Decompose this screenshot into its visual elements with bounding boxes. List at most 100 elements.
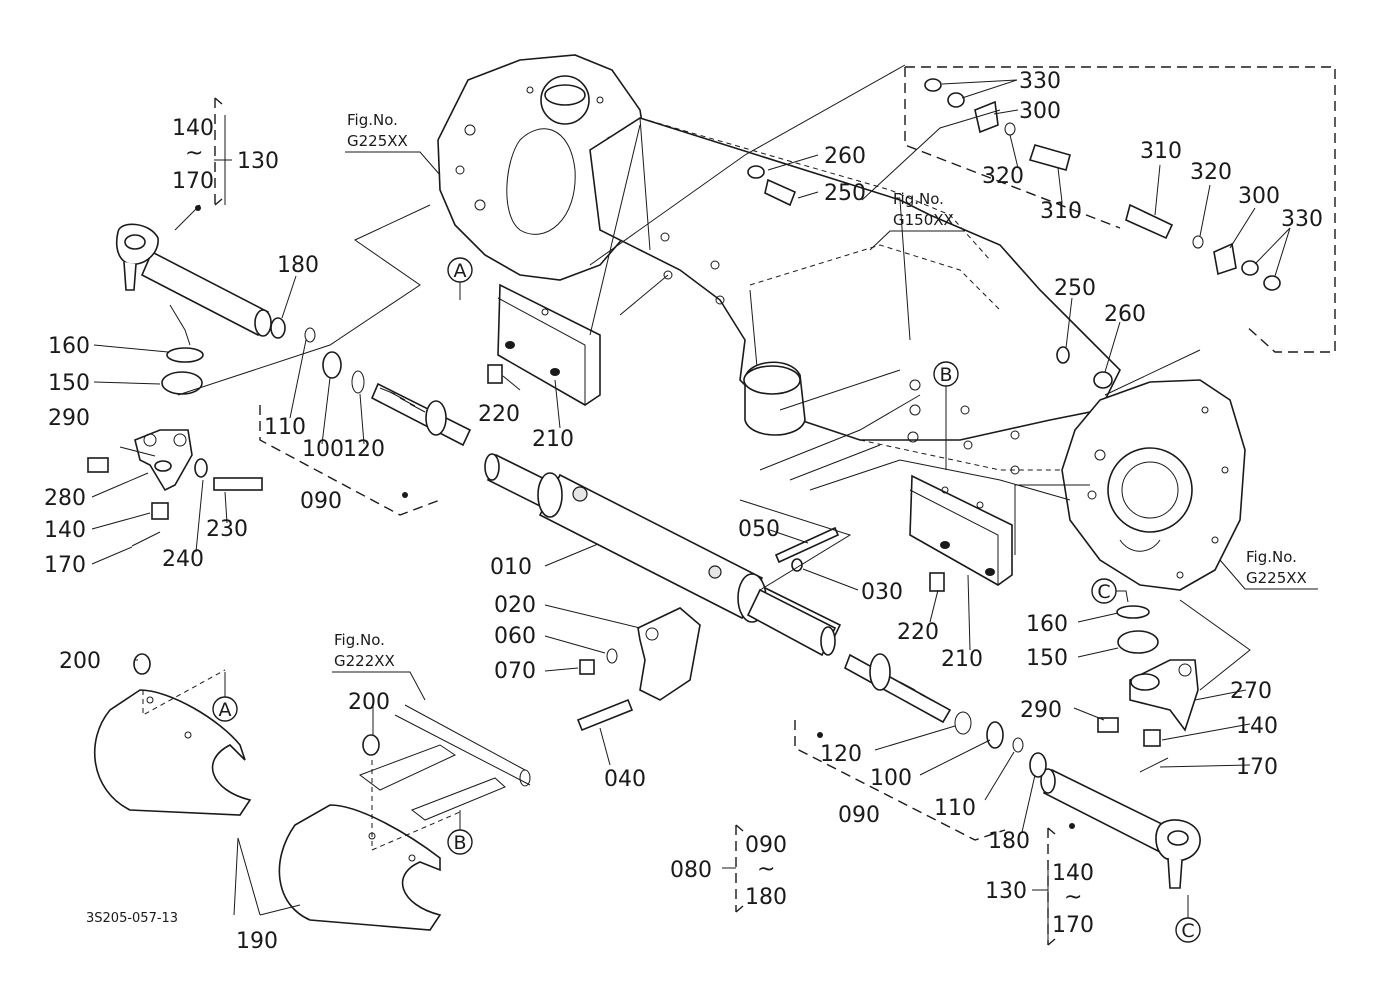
label-310-top: 310 — [1040, 199, 1082, 224]
tie-rod-left — [115, 223, 272, 337]
label-100-right: 100 — [870, 766, 912, 791]
cover-left — [93, 689, 252, 816]
label-220-right: 220 — [897, 620, 939, 645]
knuckle-arm-right — [1129, 659, 1199, 732]
knuckle-arm-left — [134, 429, 193, 492]
part-labels: 140 ~ 170 130 180 160 150 290 280 140 17… — [44, 69, 1323, 954]
label-210-left: 210 — [532, 427, 574, 452]
label-300-top: 300 — [1019, 99, 1061, 124]
label-210-right: 210 — [941, 647, 983, 672]
label-170-left: 170 — [44, 553, 86, 578]
label-240: 240 — [162, 547, 204, 572]
label-170-range-end-right: 170 — [1052, 913, 1094, 938]
label-150-right: 150 — [1026, 646, 1068, 671]
label-280: 280 — [44, 486, 86, 511]
leader-lines — [91, 64, 1291, 916]
label-170-range-end: 170 — [172, 169, 214, 194]
label-190: 190 — [236, 929, 278, 954]
label-200-right: 200 — [348, 690, 390, 715]
label-060: 060 — [494, 624, 536, 649]
grouping-frames — [142, 66, 1336, 946]
fig-ref-prefix-1: Fig.No. — [347, 111, 398, 129]
label-250-top: 250 — [824, 181, 866, 206]
callout-b-bottom: B — [453, 832, 466, 854]
label-320-right: 320 — [1190, 160, 1232, 185]
fig-ref-prefix-4: Fig.No. — [334, 631, 385, 649]
label-320-top: 320 — [982, 164, 1024, 189]
label-080: 080 — [670, 858, 712, 883]
label-010: 010 — [490, 555, 532, 580]
label-090-right: 090 — [838, 803, 880, 828]
label-290-right: 290 — [1020, 698, 1062, 723]
label-300-right: 300 — [1238, 184, 1280, 209]
axle-housing — [437, 54, 1246, 591]
label-150-left: 150 — [48, 371, 90, 396]
label-270: 270 — [1230, 679, 1272, 704]
label-030: 030 — [861, 580, 903, 605]
bracket-left — [497, 283, 601, 406]
label-140-range-start-right: 140 — [1052, 861, 1094, 886]
label-090-range-start: 090 — [745, 833, 787, 858]
fig-ref-g150: G150XX — [893, 211, 954, 229]
label-070: 070 — [494, 659, 536, 684]
bullets — [195, 205, 1075, 829]
callout-c-top: C — [1097, 581, 1110, 603]
callout-a-top: A — [454, 260, 467, 282]
label-180-range-end: 180 — [745, 885, 787, 910]
label-180-right: 180 — [988, 829, 1030, 854]
callout-a-bottom: A — [219, 699, 232, 721]
label-180-left: 180 — [277, 253, 319, 278]
label-170-right: 170 — [1236, 755, 1278, 780]
label-090-left: 090 — [300, 489, 342, 514]
label-260-top: 260 — [824, 144, 866, 169]
label-140-left: 140 — [44, 518, 86, 543]
fig-ref-g222: G222XX — [334, 652, 395, 670]
label-310-right: 310 — [1140, 139, 1182, 164]
label-040: 040 — [604, 767, 646, 792]
callout-b-top: B — [939, 364, 952, 386]
label-330-right: 330 — [1281, 207, 1323, 232]
steering-cylinder — [484, 453, 842, 657]
label-290-left: 290 — [48, 406, 90, 431]
label-330-top: 330 — [1019, 69, 1061, 94]
label-050: 050 — [738, 517, 780, 542]
callout-c-bottom: C — [1181, 920, 1194, 942]
fig-ref-prefix-3: Fig.No. — [1246, 548, 1297, 566]
label-020: 020 — [494, 593, 536, 618]
label-130-left: 130 — [237, 149, 279, 174]
label-250-right: 250 — [1054, 276, 1096, 301]
drawing-code: 3S205-057-13 — [86, 911, 178, 926]
tie-rod-inner-right — [844, 653, 952, 724]
label-110-left: 110 — [264, 415, 306, 440]
label-100-left: 100 — [302, 437, 344, 462]
callout-markers: A A B B C C — [212, 257, 1201, 943]
range-tilde-center: ~ — [757, 857, 775, 882]
label-160-left: 160 — [48, 334, 90, 359]
bracket-right — [909, 474, 1013, 586]
hardware — [87, 78, 1281, 778]
fig-ref-g225-left: G225XX — [347, 132, 408, 150]
label-140-right: 140 — [1236, 714, 1278, 739]
range-tilde-right: ~ — [1064, 885, 1082, 910]
label-200-left: 200 — [59, 649, 101, 674]
range-tilde-left: ~ — [185, 141, 203, 166]
fig-ref-prefix-2: Fig.No. — [893, 190, 944, 208]
label-160-right: 160 — [1026, 612, 1068, 637]
label-120-left: 120 — [343, 437, 385, 462]
guard-bracket — [358, 704, 531, 821]
label-260-right: 260 — [1104, 302, 1146, 327]
clamp — [637, 607, 701, 701]
label-120-right: 120 — [820, 742, 862, 767]
label-110-right: 110 — [934, 796, 976, 821]
label-130-right: 130 — [985, 879, 1027, 904]
label-140-range-start: 140 — [172, 116, 214, 141]
tie-rod-right — [1040, 768, 1201, 889]
cover-right — [278, 804, 442, 931]
fig-ref-g225-right: G225XX — [1246, 569, 1307, 587]
tie-rod-inner-left — [370, 382, 472, 447]
figure-references: Fig.No. G225XX Fig.No. G150XX Fig.No. G2… — [332, 111, 1318, 701]
label-230: 230 — [206, 517, 248, 542]
label-220-left: 220 — [478, 402, 520, 427]
